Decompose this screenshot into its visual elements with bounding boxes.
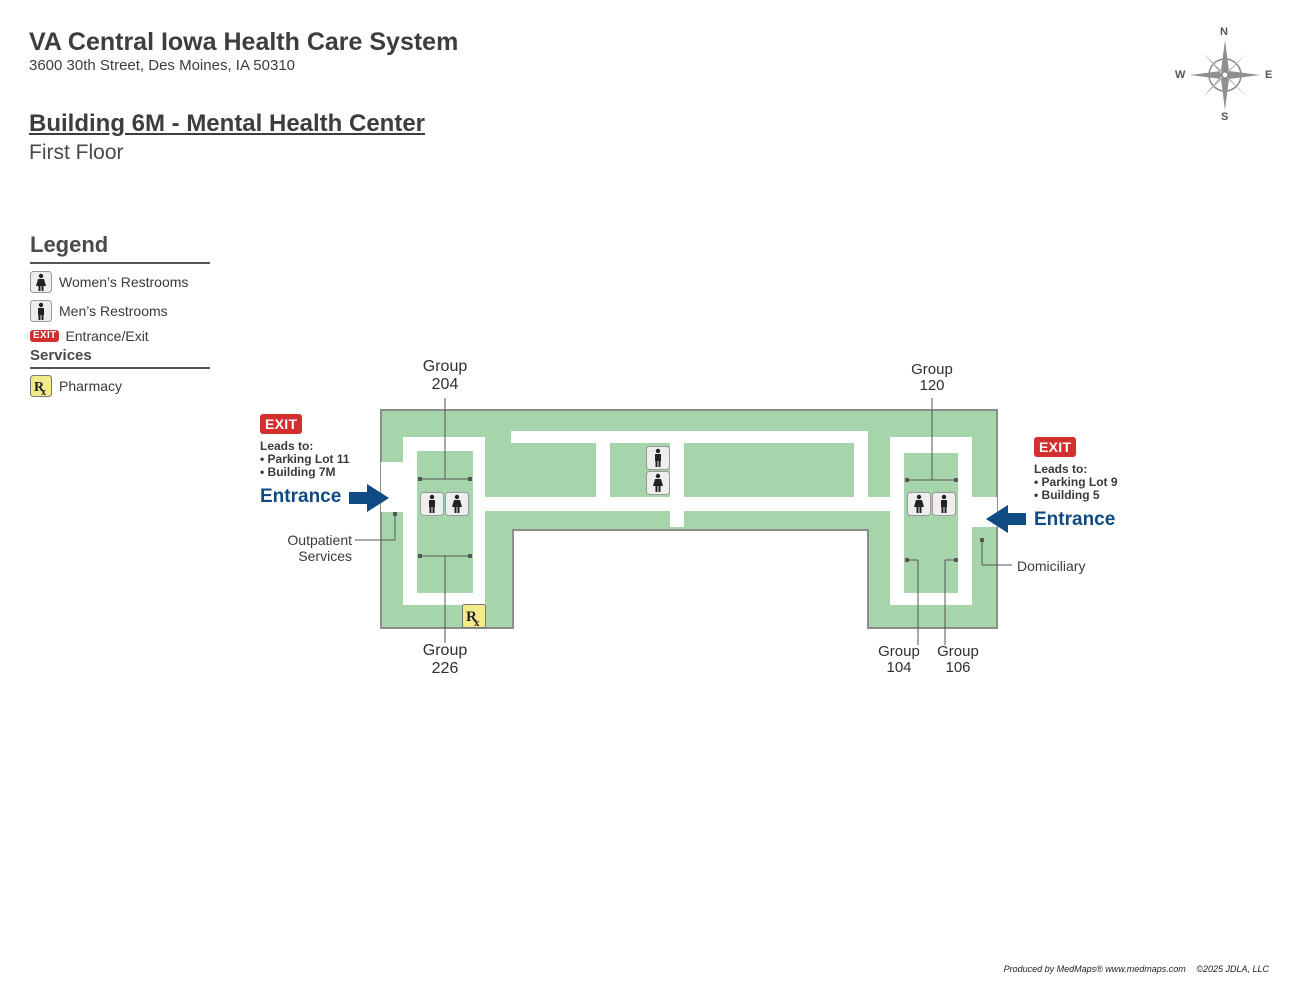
west-entrance-label: Entrance — [260, 486, 342, 507]
room-markers — [355, 398, 1012, 645]
services-divider — [30, 367, 210, 369]
compass-icon — [1190, 40, 1260, 110]
compass-east: E — [1265, 69, 1273, 81]
legend-label: Men’s Restrooms — [59, 303, 168, 319]
legend-item-mens-restrooms: Men’s Restrooms — [30, 299, 168, 323]
restroom-pair-east — [907, 492, 957, 521]
footer-credits: Produced by MedMaps® www.medmaps.com ©20… — [996, 964, 1269, 974]
legend-label: Women’s Restrooms — [59, 274, 189, 290]
legend-label: Entrance/Exit — [65, 328, 149, 344]
room-label-domiciliary: Domiciliary — [1017, 558, 1086, 574]
legend-item-womens-restrooms: Women’s Restrooms — [30, 270, 188, 294]
room-label-line: Group — [422, 642, 468, 659]
room-label-group-104: Group 104 — [873, 644, 925, 676]
room-label-line: Group — [937, 643, 979, 660]
room-label-group-120: Group 120 — [892, 362, 972, 394]
svg-text:x: x — [474, 617, 480, 628]
room-label-outpatient-services: Outpatient Services — [262, 532, 352, 564]
room-label-line: Outpatient — [287, 532, 352, 548]
east-entrance-arrow-icon — [986, 505, 1026, 533]
compass-north: N — [1220, 26, 1228, 38]
services-title: Services — [30, 347, 92, 364]
svg-text:x: x — [41, 387, 46, 397]
legend-label: Pharmacy — [59, 378, 123, 394]
restroom-pair-west — [420, 492, 470, 521]
west-entrance-arrow-icon — [349, 484, 389, 512]
room-label-line: Group — [878, 643, 920, 660]
room-label-line: 120 — [919, 377, 945, 394]
room-label-line: 104 — [886, 659, 912, 676]
corridors — [381, 431, 997, 605]
mens-restroom-icon — [646, 446, 670, 470]
floor-label: First Floor — [29, 141, 124, 164]
east-leads-to: Leads to: • Parking Lot 9 • Building 5 — [1034, 463, 1118, 502]
leads-to-label: Leads to: — [260, 439, 314, 453]
room-label-group-204: Group 204 — [405, 358, 485, 394]
exit-icon: EXIT — [260, 414, 303, 434]
exit-icon: EXIT — [1034, 437, 1077, 457]
west-leads-to: Leads to: • Parking Lot 11 • Building 7M — [260, 440, 350, 479]
building-outline — [380, 409, 998, 629]
room-label-group-226: Group 226 — [405, 642, 485, 678]
room-label-line: Group — [911, 361, 953, 378]
leads-to-label: Leads to: — [1034, 462, 1088, 476]
facility-title: VA Central Iowa Health Care System — [29, 28, 459, 56]
room-label-line: 226 — [431, 660, 459, 677]
mens-restroom-icon — [932, 492, 956, 516]
svg-text:R: R — [34, 380, 45, 395]
west-exit-badge: EXIT — [260, 414, 303, 434]
womens-restroom-icon — [30, 271, 52, 293]
exit-icon: EXIT — [30, 330, 60, 342]
room-label-line: Services — [298, 548, 352, 564]
facility-address: 3600 30th Street, Des Moines, IA 50310 — [29, 57, 296, 74]
destination-item: • Parking Lot 9 — [1034, 475, 1118, 489]
destination-item: • Building 5 — [1034, 488, 1100, 502]
womens-restroom-icon — [646, 471, 670, 495]
room-label-line: Group — [422, 358, 468, 375]
room-label-line: 204 — [431, 376, 459, 393]
compass-south: S — [1221, 111, 1229, 123]
svg-text:R: R — [466, 609, 477, 625]
footer-produced: Produced by MedMaps® www.medmaps.com — [1003, 964, 1186, 974]
east-entrance-label: Entrance — [1034, 509, 1116, 530]
womens-restroom-icon — [445, 492, 469, 516]
room-label-line: 106 — [945, 659, 971, 676]
building-title: Building 6M - Mental Health Center — [29, 110, 426, 137]
destination-item: • Building 7M — [260, 465, 336, 479]
room-label-group-106: Group 106 — [932, 644, 984, 676]
womens-restroom-icon — [907, 492, 931, 516]
footer-copyright: ©2025 JDLA, LLC — [1196, 964, 1269, 974]
destination-item: • Parking Lot 11 — [260, 452, 350, 466]
legend-divider — [30, 262, 210, 264]
legend-item-entrance-exit: EXIT Entrance/Exit — [30, 324, 149, 348]
east-exit-badge: EXIT — [1034, 437, 1077, 457]
compass-rose: N S W E — [1170, 26, 1280, 126]
legend-title: Legend — [30, 232, 109, 257]
restroom-stack-center — [646, 446, 670, 501]
mens-restroom-icon — [420, 492, 444, 516]
mens-restroom-icon — [30, 300, 52, 322]
compass-west: W — [1175, 69, 1186, 81]
